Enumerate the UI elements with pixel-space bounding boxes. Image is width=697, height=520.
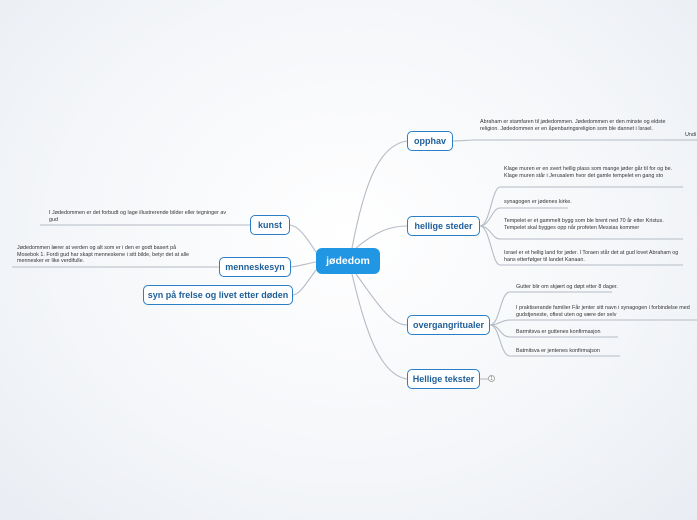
note-ritual-jenter[interactable]: I praktiserande familier Får jenter sitt… bbox=[516, 305, 690, 318]
branch-menneskesyn[interactable]: menneskesyn bbox=[219, 257, 291, 277]
note-opphav[interactable]: Abraham er stamfaren til jødedommen. Jød… bbox=[480, 119, 666, 132]
note-opphav-cut[interactable]: Undi bbox=[685, 132, 697, 138]
note-steder-israel[interactable]: Israel er et hellig land for jøder. I To… bbox=[504, 250, 679, 263]
note-steder-klagemuren[interactable]: Klage muren er en svert hellig plass som… bbox=[504, 166, 673, 179]
branch-frelse[interactable]: syn på frelse og livet etter døden bbox=[143, 285, 293, 305]
branch-hellige-steder[interactable]: hellige steder bbox=[407, 216, 480, 236]
central-topic[interactable]: jødedom bbox=[316, 248, 380, 274]
branch-hellige-tekster[interactable]: Hellige tekster bbox=[407, 369, 480, 389]
note-ritual-barmitsva[interactable]: Barmitsva er guttenes konfirmasjon bbox=[516, 329, 601, 335]
note-kunst[interactable]: I Jødedommen er det forbudt og lage illu… bbox=[49, 210, 227, 223]
note-ritual-batmitsva[interactable]: Batmitsva er jentenes konfirmajson bbox=[516, 348, 600, 354]
collapsed-count-badge[interactable]: 1 bbox=[488, 375, 495, 382]
branch-kunst[interactable]: kunst bbox=[250, 215, 290, 235]
branch-overgangritualer[interactable]: overgangritualer bbox=[407, 315, 490, 335]
note-steder-synagogen[interactable]: synagogen er jødenes kirke. bbox=[504, 199, 572, 205]
note-menneskesyn[interactable]: Jødedommen lærer at verden og alt som er… bbox=[17, 245, 189, 265]
note-ritual-gutter[interactable]: Gutter blir om skjært og døpt etter 8 da… bbox=[516, 284, 618, 290]
branch-opphav[interactable]: opphav bbox=[407, 131, 453, 151]
note-steder-tempelet[interactable]: Tempelet er et gammelt bygg som ble bren… bbox=[504, 218, 664, 231]
